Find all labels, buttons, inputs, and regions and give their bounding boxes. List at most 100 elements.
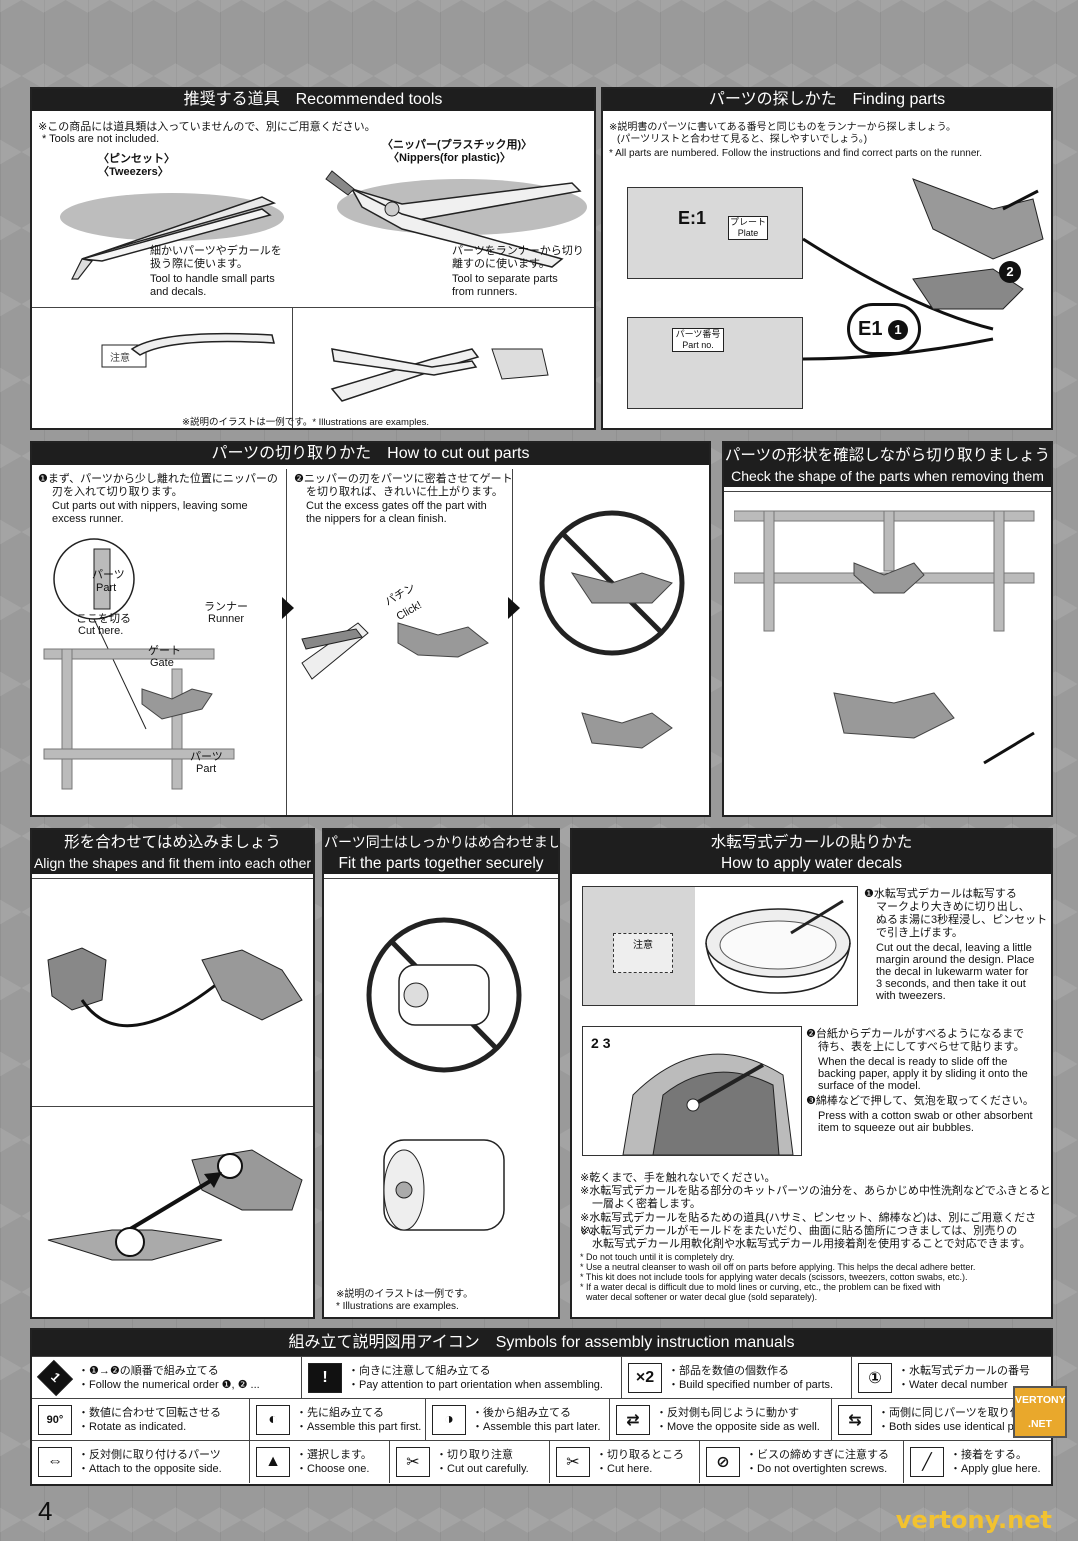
prohibited-cut-illustration [532,503,702,803]
symbol-rotate: 90° ・数値に合わせて回転させる・Rotate as indicated. [32,1399,250,1441]
cut-step1-en2: excess runner. [52,513,124,526]
fit-illus-note-en: * Illustrations are examples. [336,1300,459,1313]
fit-title-en: Fit the parts together securely [324,853,558,874]
recommended-tools-panel: 推奨する道具 Recommended tools ※この商品には道具類は入ってい… [30,87,596,430]
decal-step1-illustration: 1 注意 [582,886,858,1006]
exclamation-icon: ! [308,1363,342,1393]
finding-parts-title: パーツの探しかた Finding parts [603,89,1051,111]
part-callout-step: 1 [888,320,908,340]
decal-s2-jp2: 待ち、表を上にしてすべらせて貼ります。 [818,1041,1025,1054]
symbol-overtighten-en: ・Do not overtighten screws. [746,1462,889,1476]
decal-s1-en5: with tweezers. [876,990,946,1003]
decal-note-en-4b: water decal softener or water decal glue… [586,1292,817,1302]
symbol-move-opposite: ⇄ ・反対側も同じように動かす・Move the opposite side a… [610,1399,832,1441]
plate-label-jp: プレート [729,217,767,228]
align-title-en: Align the shapes and fit them into each … [32,853,313,874]
decal-step23-illustration: 23 [582,1026,802,1156]
symbol-cut-here: ✂ ・切り取るところ・Cut here. [550,1441,700,1483]
symbol-assemble-later-jp: ・後から組み立てる [472,1406,600,1420]
symbol-assemble-first-en: ・Assemble this part first. [296,1420,421,1434]
nipper-desc-jp2: 離すのに使います。 [452,258,550,271]
symbol-assemble-later: ◑ ・後から組み立てる・Assemble this part later. [426,1399,610,1441]
page-number: 4 [38,1496,52,1527]
decal-s3-jp1: ❸綿棒などで押して、気泡を取ってください。 [806,1095,1034,1108]
water-decals-panel: 水転写式デカールの貼りかた How to apply water decals … [570,828,1053,1319]
check-shape-panel: パーツの形状を確認しながら切り取りましょう Check the shape of… [722,441,1053,817]
runner-number: 1 [696,208,706,228]
symbol-assemble-first-jp: ・先に組み立てる [296,1406,421,1420]
cut-step2-en1: Cut the excess gates off the part with [306,500,487,513]
recommended-tools-title: 推奨する道具 Recommended tools [32,89,594,111]
decal-title-jp: 水転写式デカールの貼りかた [572,830,1051,853]
symbol-build-count-en: ・Build specified number of parts. [668,1378,833,1392]
symbols-row-1: 1 ・❶→❷の順番で組み立てる・Follow the numerical ord… [32,1356,1051,1398]
symbol-water-decal-number-jp: ・水転写式デカールの番号 [898,1364,1030,1378]
decal-s2-jp1: ❷台紙からデカールがすべるようになるまで [806,1028,1024,1041]
part-callout-id: E1 [858,318,882,340]
fit-parts-panel: パーツ同士はしっかりはめ合わせましょう Fit the parts togeth… [322,828,560,1319]
decal-note-en-3: * This kit does not include tools for ap… [580,1272,968,1282]
runner-letter: E [678,208,690,228]
runner-label-en: Runner [208,613,244,626]
symbol-cut-carefully: ✂ ・切り取り注意・Cut out carefully. [390,1441,550,1483]
symbol-water-decal-number-en: ・Water decal number [898,1378,1030,1392]
symbol-orientation-jp: ・向きに注意して組み立てる [348,1364,603,1378]
choose-one-icon: ▲ [256,1447,290,1477]
parts-label-en: Part [96,582,116,595]
tools-note-en: * Tools are not included. [42,133,159,146]
tweezers-desc-en2: and decals. [150,286,206,299]
finding-note-en: * All parts are numbered. Follow the ins… [609,147,982,160]
nippers-cutting-illustration [312,319,572,409]
align-shapes-illustration-top [42,930,307,1070]
parts-label-jp: パーツ [92,569,125,582]
fit-parts-ok-illustration [364,1120,534,1260]
symbol-numerical-order: 1 ・❶→❷の順番で組み立てる・Follow the numerical ord… [32,1357,302,1399]
cut-step1-jp1: ❶まず、パーツから少し離れた位置にニッパーの [38,473,278,486]
partno-label-jp: パーツ番号 [673,329,723,340]
cut-step2-jp2: を切り取れば、きれいに仕上がります。 [306,486,503,499]
badge-top-text: VERTONY [1015,1388,1065,1412]
decal-title-en: How to apply water decals [572,853,1051,874]
step-arrow-2 [508,597,520,619]
cut-out-panel: パーツの切り取りかた How to cut out parts ❶まず、パーツか… [30,441,711,817]
finding-parts-arrows [793,169,1053,429]
tools-illustration-note: ※説明のイラストは一例です。* Illustrations are exampl… [182,416,429,429]
symbol-overtighten-jp: ・ビスの締めすぎに注意する [746,1448,889,1462]
check-shape-runner-illustration [734,503,1044,803]
gate-label-en: Gate [150,657,174,670]
multiply-count-icon: ×2 [628,1363,662,1393]
plate-label-en: Plate [729,228,767,239]
symbol-rotate-en: ・Rotate as indicated. [78,1420,221,1434]
step-arrow-1 [282,597,294,619]
symbols-title: 組み立て説明図用アイコン Symbols for assembly instru… [32,1330,1051,1356]
svg-text:注意: 注意 [110,351,130,364]
badge-bottom-text: .NET [1015,1412,1065,1436]
assemble-later-icon: ◑ [432,1405,466,1435]
symbol-cut-here-jp: ・切り取るところ [596,1448,684,1462]
symbols-panel: 組み立て説明図用アイコン Symbols for assembly instru… [30,1328,1053,1486]
symbol-assemble-later-en: ・Assemble this part later. [472,1420,600,1434]
symbol-assemble-first: ◐ ・先に組み立てる・Assemble this part first. [250,1399,426,1441]
symbol-rotate-jp: ・数値に合わせて回転させる [78,1406,221,1420]
symbol-build-count: ×2 ・部品を数値の個数作る・Build specified number of… [622,1357,852,1399]
decal-s3-en2: item to squeeze out air bubbles. [818,1122,974,1135]
symbol-attach-opposite-jp: ・反対側に取り付けるパーツ [78,1448,222,1462]
numerical-order-icon: 1 [37,1360,73,1396]
cut-carefully-icon: ✂ [396,1447,430,1477]
symbol-build-count-jp: ・部品を数値の個数作る [668,1364,833,1378]
watermark-site: vertony.net [896,1506,1052,1534]
align-shapes-panel: 形を合わせてはめ込みましょう Align the shapes and fit … [30,828,315,1319]
cut-here-en: Cut here. [78,625,123,638]
fit-parts-prohibited-illustration [344,910,544,1080]
finding-step-badge: 2 [999,261,1021,283]
cut-step1-en1: Cut parts out with nippers, leaving some [52,500,248,513]
symbol-move-opposite-en: ・Move the opposite side as well. [656,1420,820,1434]
symbol-apply-glue-en: ・Apply glue here. [950,1462,1041,1476]
scissors-icon: ✂ [556,1447,590,1477]
symbols-row-3: ⇔ ・反対側に取り付けるパーツ・Attach to the opposite s… [32,1440,1051,1482]
symbol-orientation: ! ・向きに注意して組み立てる・Pay attention to part or… [302,1357,622,1399]
symbol-move-opposite-jp: ・反対側も同じように動かす [656,1406,820,1420]
decal-note-en-4: * If a water decal is difficult due to m… [580,1282,941,1292]
symbol-numerical-order-jp: ・❶→❷の順番で組み立てる [78,1364,260,1378]
decal-s1-jp4: で引き上げます。 [876,927,963,940]
